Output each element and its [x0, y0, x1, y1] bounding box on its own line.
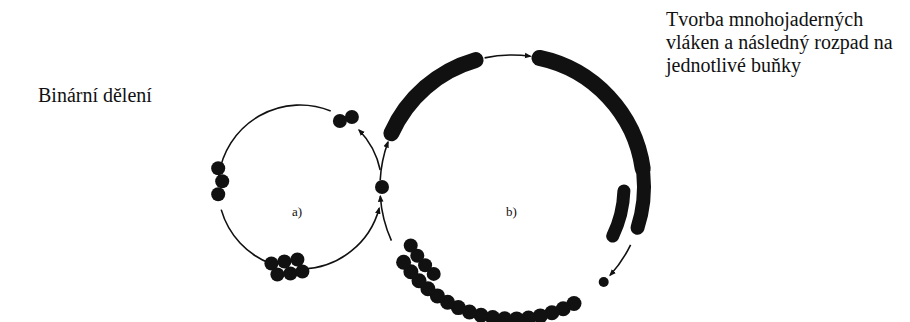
filament-cycle [380, 55, 644, 322]
cycle-arrow [219, 105, 331, 176]
binary-division-cycle [211, 105, 389, 281]
filament [391, 60, 475, 133]
cell-dot [215, 174, 229, 188]
cell-dot [290, 253, 304, 267]
cell-dot [375, 180, 389, 194]
cell-dot [211, 161, 225, 175]
cell-dot [404, 239, 418, 253]
cycle-arrow [380, 196, 391, 241]
cell-dot [396, 255, 411, 270]
cycle-arrow [303, 208, 379, 269]
cycle-arrow [221, 210, 272, 265]
cell-dot [295, 265, 309, 279]
cell-dot [277, 255, 291, 269]
filament [539, 58, 642, 169]
cycle-arrow [610, 245, 631, 275]
panel-letter: a) [292, 205, 322, 220]
panel-letter: b) [506, 205, 536, 220]
cycle-arrow [359, 130, 380, 170]
cell-dot [599, 277, 609, 287]
cycle-label: Binární dělení [38, 84, 198, 107]
filament [638, 173, 645, 228]
filament [613, 191, 624, 236]
cycle-label: Tvorba mnohojaderných vláken a následný … [666, 8, 902, 77]
cycle-arrow [485, 55, 531, 58]
cell-dot [270, 268, 284, 282]
cell-dot [333, 114, 347, 128]
cell-dot [211, 187, 225, 201]
cycle-arrow [380, 142, 388, 180]
cell-dot [345, 110, 359, 124]
cell-dot [283, 267, 297, 281]
